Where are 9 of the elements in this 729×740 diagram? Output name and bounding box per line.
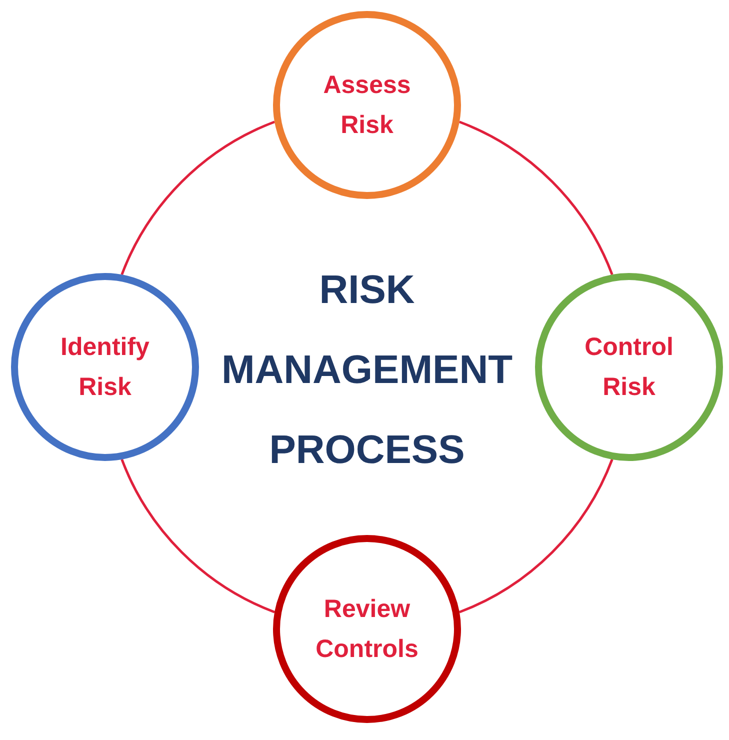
step-label: Assess Risk — [322, 70, 412, 141]
connector-arc — [458, 120, 614, 276]
step-label: Control Risk — [584, 332, 674, 403]
diagram-title: RISK MANAGEMENT PROCESS — [220, 267, 514, 474]
connector-arc — [120, 120, 276, 276]
step-label: Review Controls — [314, 594, 420, 665]
connector-arc — [458, 458, 614, 614]
connector-arc — [120, 458, 276, 614]
step-label: Identify Risk — [60, 332, 150, 403]
